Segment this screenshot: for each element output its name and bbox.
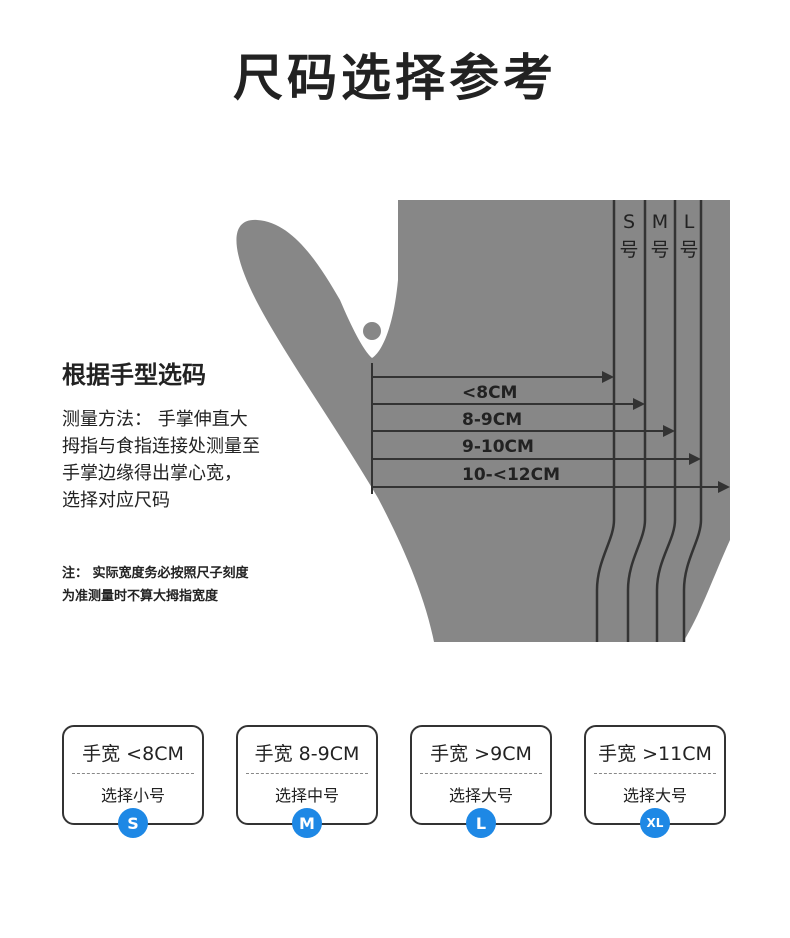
size-line-m: [626, 200, 647, 642]
size-line-l: [655, 200, 677, 642]
arrow-head: [689, 453, 701, 465]
arrow-head: [663, 425, 675, 437]
gap-dot: [363, 322, 381, 340]
size-badge-l: L: [466, 808, 496, 838]
card-range: 手宽 <8CM: [82, 743, 184, 765]
card-range: 手宽 8-9CM: [254, 743, 360, 765]
arrow-head: [633, 398, 645, 410]
method-line: 手掌边缘得出掌心宽，: [62, 463, 242, 484]
card-choose: 选择大号: [448, 786, 513, 805]
card-divider: [594, 773, 716, 774]
card-choose: 选择小号: [100, 786, 165, 805]
page-title: 尺码选择参考: [233, 49, 557, 107]
size-letter-s: S: [623, 211, 635, 233]
measurement-note: 注： 实际宽度务必按照尺子刻度 为准测量时不算大拇指宽度: [62, 562, 249, 608]
card-divider: [246, 773, 368, 774]
card-divider: [72, 773, 194, 774]
card-divider: [420, 773, 542, 774]
size-badge-m: M: [292, 808, 322, 838]
card-range: 手宽 >11CM: [598, 743, 712, 765]
size-hao-s: 号: [619, 239, 638, 261]
card-choose: 选择大号: [622, 786, 687, 805]
method-line: 选择对应尺码: [62, 490, 170, 511]
note-line: 为准测量时不算大拇指宽度: [62, 589, 219, 604]
size-badge-s: S: [118, 808, 148, 838]
measure-label: 8-9CM: [462, 410, 522, 430]
size-hao-l: 号: [679, 239, 698, 261]
size-hao-m: 号: [650, 239, 669, 261]
measure-label: <8CM: [462, 383, 517, 403]
hand-silhouette: [236, 200, 730, 642]
arrow-head: [602, 371, 614, 383]
method-line: 测量方法： 手掌伸直大: [62, 409, 248, 430]
size-letter-m: M: [652, 211, 668, 233]
size-letter-l: L: [684, 211, 695, 233]
card-range: 手宽 >9CM: [430, 743, 532, 765]
size-line-s: [595, 200, 616, 642]
arrow-head: [718, 481, 730, 493]
measurement-method: 测量方法： 手掌伸直大 拇指与食指连接处测量至 手掌边缘得出掌心宽， 选择对应尺…: [62, 406, 260, 514]
note-line: 注： 实际宽度务必按照尺子刻度: [62, 566, 249, 581]
size-badge-xl: XL: [640, 808, 670, 838]
measure-label: 10-<12CM: [462, 465, 560, 485]
method-line: 拇指与食指连接处测量至: [62, 436, 260, 457]
card-choose: 选择中号: [274, 786, 339, 805]
size-line-xl: [682, 200, 703, 642]
measure-label: 9-10CM: [462, 437, 534, 457]
section-title: 根据手型选码: [62, 361, 206, 389]
